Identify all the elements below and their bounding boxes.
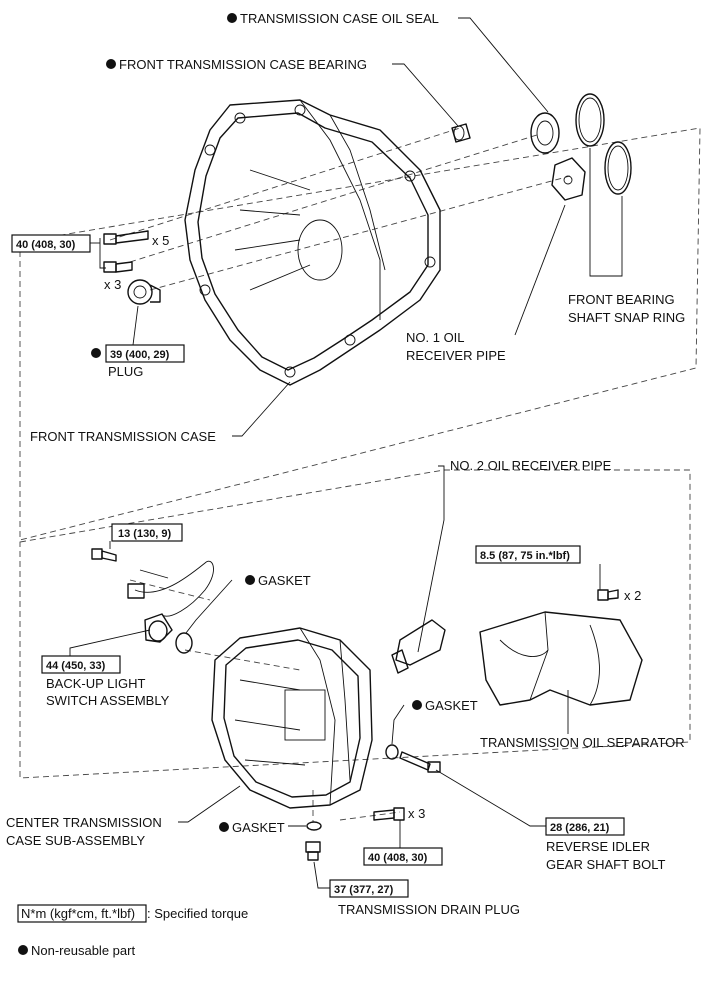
center-transmission-case	[211, 627, 373, 809]
label-front-case: FRONT TRANSMISSION CASE	[30, 429, 216, 444]
label-no1-pipe-2: RECEIVER PIPE	[406, 348, 506, 363]
front-bearing-snap-ring	[575, 93, 605, 147]
label-backup-2: SWITCH ASSEMBLY	[46, 693, 170, 708]
no2-pipe-leader	[417, 465, 445, 653]
non-reusable-marker	[412, 700, 422, 710]
legend-torque: N*m (kgf*cm, ft.*lbf) : Specified torque	[17, 904, 248, 923]
case-bolt-x3	[103, 261, 133, 273]
axis-line	[184, 649, 301, 671]
plug	[127, 279, 161, 305]
no2-oil-receiver-pipe	[391, 619, 446, 674]
axis-line	[129, 579, 211, 601]
label-x2: x 2	[624, 588, 641, 603]
label-x3-top: x 3	[104, 277, 121, 292]
axis-line	[109, 127, 461, 241]
gasket-switch	[175, 632, 193, 654]
oil-separator	[479, 611, 643, 706]
label-front-snap-2: SHAFT SNAP RING	[568, 310, 685, 325]
reverse-idler-bolt	[399, 751, 441, 773]
case-bolt-x3-bottom	[373, 807, 405, 821]
svg-text:40 (408, 30): 40 (408, 30)	[16, 239, 76, 251]
drain-gasket	[306, 821, 322, 831]
legend-non-reusable-text: Non-reusable part	[31, 943, 135, 958]
center-case-leader	[178, 785, 241, 823]
label-drain-plug: TRANSMISSION DRAIN PLUG	[338, 902, 520, 917]
label-x5: x 5	[152, 233, 169, 248]
non-reusable-marker	[106, 59, 116, 69]
legend-non-reusable: Non-reusable part	[18, 943, 135, 958]
torque-box-28: 28 (286, 21)	[545, 817, 625, 836]
non-reusable-marker	[18, 945, 28, 955]
svg-text:44 (450, 33): 44 (450, 33)	[46, 660, 106, 672]
backup-light-switch	[127, 560, 214, 643]
torque-box-40-top: 40 (408, 30)	[11, 234, 91, 253]
torque-box-40-bottom: 40 (408, 30)	[363, 847, 443, 866]
label-plug: PLUG	[108, 364, 143, 379]
shaft-snap-ring	[604, 141, 632, 195]
label-no2-pipe: NO. 2 OIL RECEIVER PIPE	[450, 458, 612, 473]
svg-text:8.5 (87, 75 in.*lbf): 8.5 (87, 75 in.*lbf)	[480, 550, 570, 562]
label-reverse-2: GEAR SHAFT BOLT	[546, 857, 665, 872]
gasket-reverse	[385, 744, 399, 760]
non-reusable-marker	[91, 348, 101, 358]
label-gasket-mid: GASKET	[425, 698, 478, 713]
snap-ring-leader	[589, 148, 623, 277]
gasket-mid-leader	[391, 704, 405, 745]
non-reusable-marker	[227, 13, 237, 23]
bolt-bracket	[99, 238, 106, 269]
label-front-bearing: FRONT TRANSMISSION CASE BEARING	[119, 57, 367, 72]
front-transmission-case	[184, 99, 441, 386]
torque-box-13: 13 (130, 9)	[111, 523, 183, 542]
legend-torque-desc: : Specified torque	[147, 906, 248, 921]
label-front-snap-1: FRONT BEARING	[568, 292, 675, 307]
front-case-leader	[232, 381, 291, 437]
svg-text:40 (408, 30): 40 (408, 30)	[368, 852, 428, 864]
drain-plug	[305, 841, 321, 861]
torque-box-37: 37 (377, 27)	[329, 879, 409, 898]
label-x3-bottom: x 3	[408, 806, 425, 821]
svg-text:13 (130, 9): 13 (130, 9)	[118, 528, 172, 540]
bearing-leader	[392, 63, 459, 127]
case-bolt-x5	[103, 230, 149, 245]
label-backup-1: BACK-UP LIGHT	[46, 676, 146, 691]
label-center-case-2: CASE SUB-ASSEMBLY	[6, 833, 146, 848]
torque-box-44: 44 (450, 33)	[41, 655, 121, 674]
svg-text:37 (377, 27): 37 (377, 27)	[334, 884, 394, 896]
no1-oil-receiver-pipe	[551, 157, 586, 201]
switch-bolt	[91, 548, 117, 562]
label-oil-seal: TRANSMISSION CASE OIL SEAL	[240, 11, 439, 26]
front-case-bearing	[451, 123, 471, 143]
no1-pipe-leader	[514, 204, 566, 336]
svg-text:28 (286, 21): 28 (286, 21)	[550, 822, 610, 834]
oil-seal-leader	[458, 17, 549, 113]
label-reverse-1: REVERSE IDLER	[546, 839, 650, 854]
label-gasket-top: GASKET	[258, 573, 311, 588]
plug-leader	[132, 305, 139, 346]
separator-bolt	[597, 589, 619, 601]
torque-box-85: 8.5 (87, 75 in.*lbf)	[475, 545, 581, 564]
label-center-case-1: CENTER TRANSMISSION	[6, 815, 162, 830]
axis-line	[339, 811, 401, 821]
non-reusable-marker	[245, 575, 255, 585]
label-gasket-bottom: GASKET	[232, 820, 285, 835]
axis-line	[129, 133, 541, 263]
label-separator: TRANSMISSION OIL SEPARATOR	[480, 735, 685, 750]
non-reusable-marker	[219, 822, 229, 832]
svg-text:39 (400, 29): 39 (400, 29)	[110, 349, 170, 361]
t28-leader	[435, 769, 546, 827]
center-assembly-boundary	[19, 469, 691, 779]
legend-torque-unit: N*m (kgf*cm, ft.*lbf)	[21, 906, 135, 921]
t37-leader	[313, 861, 330, 889]
torque-box-39: 39 (400, 29)	[105, 344, 185, 363]
label-no1-pipe-1: NO. 1 OIL	[406, 330, 465, 345]
t44-leader	[69, 629, 151, 656]
gasket-top-leader	[185, 579, 233, 634]
oil-seal	[530, 112, 560, 154]
axis-line	[149, 175, 571, 291]
